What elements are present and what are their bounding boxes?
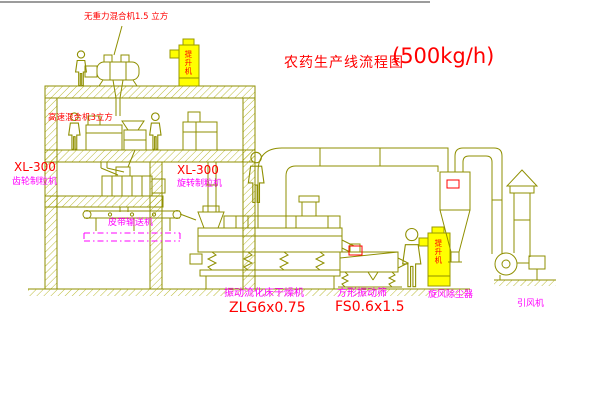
page-title: 农药生产线流程图 xyxy=(284,55,404,71)
vibrating-screen-drawing xyxy=(338,243,410,288)
label-cyclone: 旋风除尘器 xyxy=(428,290,474,300)
label-dryer-name: 振动流化床干燥机 xyxy=(224,288,304,299)
page-title-capacity: (500kg/h) xyxy=(392,44,495,68)
label-granulator-center-model: XL-300 xyxy=(177,163,219,177)
label-dryer-model: ZLG6x0.75 xyxy=(229,300,306,316)
label-screen-name: 方形振动筛 xyxy=(337,288,387,299)
fluid-bed-dryer-drawing xyxy=(189,195,355,289)
label-gravity-mixer: 无重力混合机1.5 立方 xyxy=(84,12,169,22)
fan-inlet-pipe-drawing xyxy=(454,147,503,254)
label-bucket-elevator-1: 提升机 xyxy=(183,50,193,76)
belt-conveyor-drawing xyxy=(82,210,197,242)
granulator-center-drawing xyxy=(182,111,218,212)
building-structure xyxy=(44,85,256,290)
label-granulator-left-model: XL-300 xyxy=(14,160,56,174)
ground-line xyxy=(28,279,556,296)
granulator-left-drawing xyxy=(101,166,166,212)
gravity-mixer-drawing xyxy=(84,25,140,116)
label-granulator-left-name: 齿轮制粒机 xyxy=(12,177,58,187)
label-bucket-elevator-2: 提升机 xyxy=(433,239,443,265)
label-high-speed-mixer: 高速混合机3立方 xyxy=(48,113,113,123)
label-belt-conveyor: 皮带输送机 xyxy=(108,218,154,228)
exhaust-duct-drawing xyxy=(257,147,449,228)
label-induced-draft-fan: 引风机 xyxy=(517,299,545,309)
induced-draft-fan-drawing xyxy=(494,169,546,280)
bucket-elevator-1-drawing xyxy=(169,38,200,87)
high-speed-mixer-drawing xyxy=(85,115,147,176)
label-granulator-center-name: 旋转制粒机 xyxy=(177,179,223,189)
label-screen-model: FS0.6x1.5 xyxy=(335,299,405,315)
bucket-elevator-2-drawing xyxy=(418,226,451,287)
